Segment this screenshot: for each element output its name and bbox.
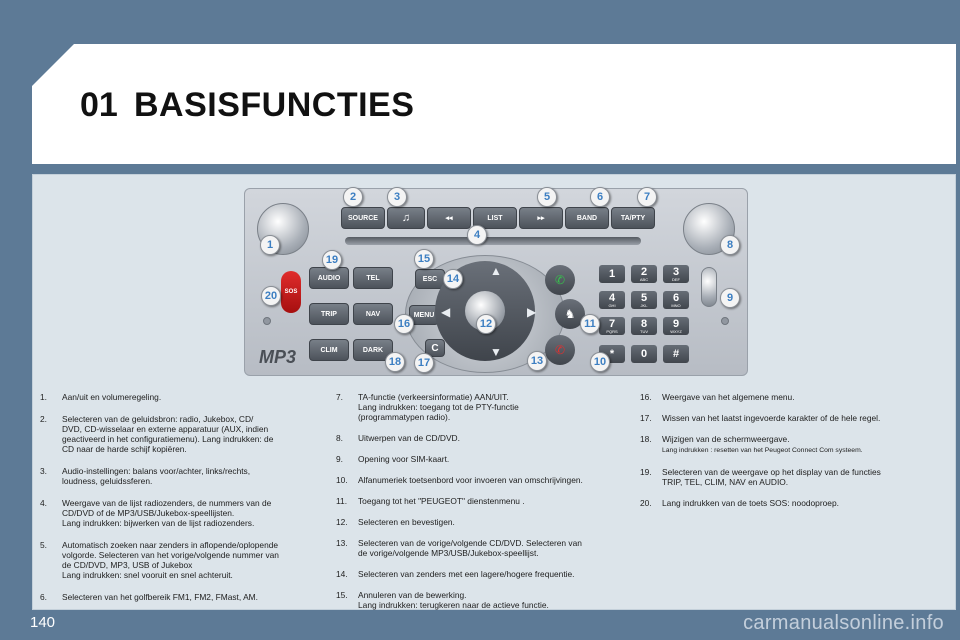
down-arrow-icon: ▼: [490, 345, 502, 359]
keypad-key-0: 0: [631, 345, 657, 363]
list-item: 9.Opening voor SIM-kaart.: [336, 454, 450, 464]
list-item: 4.Weergave van de lijst radiozenders, de…: [40, 498, 272, 528]
callout-9: 9: [720, 288, 740, 308]
tel-button: TEL: [353, 267, 393, 289]
callout-5: 5: [537, 187, 557, 207]
phone-hangup-icon: ✆: [545, 335, 575, 365]
callout-15: 15: [414, 249, 434, 269]
page-number: 140: [30, 614, 56, 631]
description-column-2: 7.TA-functie (verkeersinformatie) AAN/UI…: [336, 392, 626, 621]
callout-13: 13: [527, 351, 547, 371]
audio-button: AUDIO: [309, 267, 349, 289]
list-item: 18.Wijzigen van de schermweergave.Lang i…: [640, 434, 863, 454]
list-item: 16.Weergave van het algemene menu.: [640, 392, 795, 402]
left-arrow-icon: ◀: [441, 305, 451, 319]
nav-button: NAV: [353, 303, 393, 325]
callout-18: 18: [385, 352, 405, 372]
rewind-icon: ◂◂: [427, 207, 471, 229]
keypad-key-1: 1: [599, 265, 625, 283]
source-button: SOURCE: [341, 207, 385, 229]
callout-4: 4: [467, 225, 487, 245]
callout-8: 8: [720, 235, 740, 255]
list-item: 15.Annuleren van de bewerking. Lang indr…: [336, 590, 549, 610]
callout-7: 7: [637, 187, 657, 207]
list-item: 13.Selecteren van de vorige/volgende CD/…: [336, 538, 582, 558]
callout-16: 16: [394, 314, 414, 334]
band-button: BAND: [565, 207, 609, 229]
keypad-key-hash: #: [663, 345, 689, 363]
right-arrow-icon: ▶: [527, 305, 537, 319]
sos-button: SOS: [281, 271, 301, 313]
music-note-icon: ♫: [387, 207, 425, 229]
list-item: 10.Alfanumeriek toetsenbord voor invoere…: [336, 475, 583, 485]
phone-answer-icon: ✆: [545, 265, 575, 295]
watermark: carmanualsonline.info: [743, 612, 944, 634]
sim-card-slot: [701, 267, 717, 307]
list-item: 14.Selecteren van zenders met een lagere…: [336, 569, 575, 579]
list-item: 6.Selecteren van het golfbereik FM1, FM2…: [40, 592, 258, 602]
list-item: 1.Aan/uit en volumeregeling.: [40, 392, 162, 402]
radio-illustration: SOURCE ♫ ◂◂ LIST ▸▸ BAND TA/PTY SOS AUDI…: [244, 188, 748, 376]
callout-12: 12: [476, 314, 496, 334]
item-subtext: Lang indrukken : resetten van het Peugeo…: [662, 447, 863, 454]
callout-1: 1: [260, 235, 280, 255]
trip-button: TRIP: [309, 303, 349, 325]
list-item: 11.Toegang tot het "PEUGEOT" dienstenmen…: [336, 496, 525, 506]
callout-10: 10: [590, 352, 610, 372]
list-item: 19.Selecteren van de weergave op het dis…: [640, 467, 881, 487]
title-panel: [32, 44, 956, 164]
list-item: 5.Automatisch zoeken naar zenders in afl…: [40, 540, 279, 580]
description-column-1: 1.Aan/uit en volumeregeling. 2.Selectere…: [40, 392, 330, 614]
callout-3: 3: [387, 187, 407, 207]
ta-pty-button: TA/PTY: [611, 207, 655, 229]
callout-19: 19: [322, 250, 342, 270]
screw: [263, 317, 271, 325]
callout-6: 6: [590, 187, 610, 207]
list-button: LIST: [473, 207, 517, 229]
list-item: 2.Selecteren van de geluidsbron: radio, …: [40, 414, 274, 454]
list-item: 8.Uitwerpen van de CD/DVD.: [336, 433, 460, 443]
callout-11: 11: [580, 314, 600, 334]
page-title: BASISFUNCTIES: [134, 86, 415, 124]
clear-button: C: [425, 339, 445, 357]
list-item: 17.Wissen van het laatst ingevoerde kara…: [640, 413, 881, 423]
chapter-number: 01: [80, 86, 118, 124]
clim-button: CLIM: [309, 339, 349, 361]
up-arrow-icon: ▲: [490, 264, 502, 278]
description-column-3: 16.Weergave van het algemene menu. 17.Wi…: [640, 392, 930, 519]
list-item: 20.Lang indrukken van de toets SOS: nood…: [640, 498, 839, 508]
list-item: 12.Selecteren en bevestigen.: [336, 517, 455, 527]
screw: [721, 317, 729, 325]
callout-20: 20: [261, 286, 281, 306]
list-item: 3.Audio-instellingen: balans voor/achter…: [40, 466, 251, 486]
dark-button: DARK: [353, 339, 393, 361]
callout-14: 14: [443, 269, 463, 289]
item-text: Wijzigen van de schermweergave.: [662, 434, 790, 444]
list-item: 7.TA-functie (verkeersinformatie) AAN/UI…: [336, 392, 519, 422]
forward-icon: ▸▸: [519, 207, 563, 229]
callout-17: 17: [414, 353, 434, 373]
callout-2: 2: [343, 187, 363, 207]
mp3-logo: MP3: [259, 347, 297, 367]
cd-slot: [345, 237, 641, 245]
